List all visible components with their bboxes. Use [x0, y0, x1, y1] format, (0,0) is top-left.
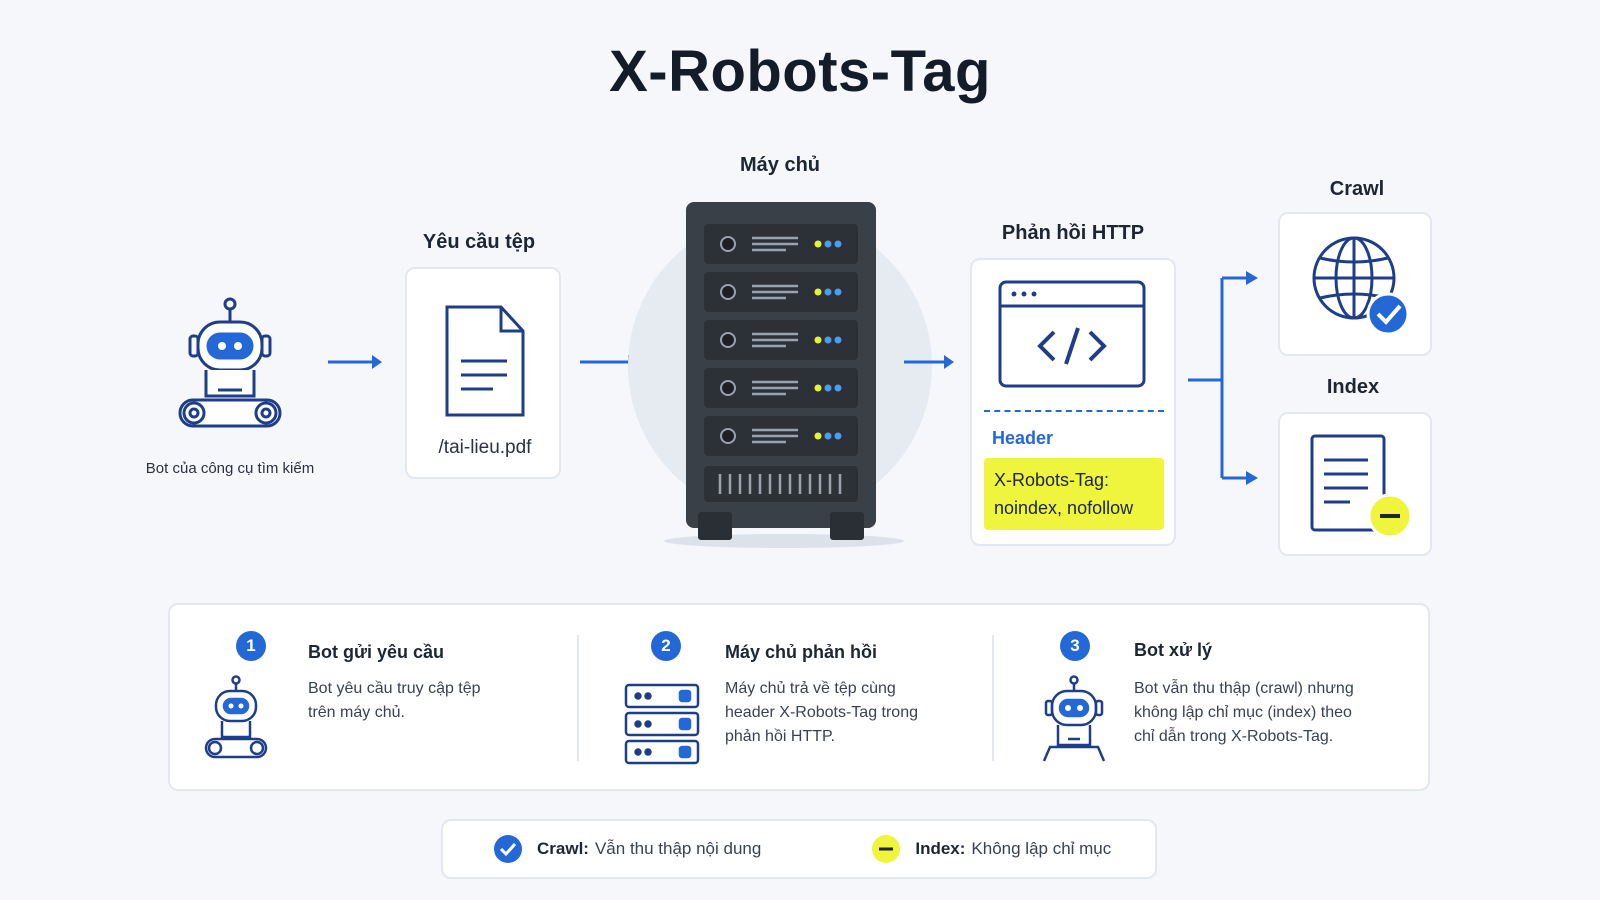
step-3-line-3: chỉ dẫn trong X-Robots-Tag.	[1134, 728, 1334, 745]
robot-icon	[178, 297, 282, 428]
legend-index-key: Index:	[915, 839, 966, 858]
step-2-title: Máy chủ phản hồi	[725, 642, 878, 662]
index-card	[1278, 412, 1432, 556]
request-card: /tai-lieu.pdf	[405, 267, 561, 479]
step-1-line-1: Bot yêu cầu truy cập tệp	[308, 680, 481, 697]
robot-icon	[204, 675, 268, 759]
x-robots-tag-value: X-Robots-Tag: noindex, nofollow	[984, 458, 1164, 530]
legend-crawl-key: Crawl:	[537, 839, 589, 858]
request-label: Yêu cầu tệp	[422, 231, 536, 253]
legend: Crawl: Vẫn thu thập nội dung Index: Khôn…	[441, 819, 1157, 879]
legend-crawl: Crawl: Vẫn thu thập nội dung	[493, 834, 761, 864]
branch-connector	[1188, 271, 1258, 485]
step-3-line-2: không lập chỉ mục (index) theo	[1134, 704, 1352, 721]
step-1-line-2: trên máy chủ.	[308, 704, 405, 721]
minus-circle-icon	[872, 835, 901, 863]
header-divider	[984, 410, 1164, 412]
crawl-label: Crawl	[1329, 178, 1385, 200]
document-icon	[445, 305, 525, 417]
step-divider	[992, 635, 994, 761]
step-3-line-1: Bot vẫn thu thập (crawl) nhưng	[1134, 680, 1354, 697]
arrow-right-icon	[904, 355, 954, 369]
server-rack-icon	[686, 202, 876, 540]
header-label: Header	[992, 428, 1054, 448]
tag-line-1: X-Robots-Tag:	[994, 470, 1110, 490]
step-2-line-2: header X-Robots-Tag trong	[725, 704, 918, 721]
step-2-text: Máy chủ trả về tệp cùng header X-Robots-…	[725, 677, 985, 749]
step-2-line-1: Máy chủ trả về tệp cùng	[725, 680, 896, 697]
globe-check-icon	[1312, 236, 1410, 336]
robot-icon	[1042, 675, 1106, 762]
response-label: Phản hồi HTTP	[1001, 222, 1145, 244]
steps-panel: 1 Bot gửi yêu cầu Bot yêu cầu truy cập t…	[168, 603, 1430, 791]
code-window-icon	[998, 280, 1146, 388]
server-icon	[624, 683, 700, 765]
crawl-card	[1278, 212, 1432, 356]
legend-crawl-text: Vẫn thu thập nội dung	[594, 839, 762, 858]
step-1-text: Bot yêu cầu truy cập tệp trên máy chủ.	[308, 677, 558, 725]
server-label: Máy chủ	[739, 154, 821, 176]
document-minus-icon	[1310, 434, 1413, 539]
file-name: /tai-lieu.pdf	[438, 437, 532, 458]
page-title: X-Robots-Tag	[609, 39, 991, 104]
arrow-right-icon	[328, 355, 382, 369]
response-card: Header X-Robots-Tag: noindex, nofollow	[970, 258, 1176, 546]
step-1-title: Bot gửi yêu cầu	[308, 642, 445, 662]
tag-line-2: noindex, nofollow	[994, 498, 1134, 518]
check-circle-icon	[494, 835, 522, 863]
step-2-number: 2	[651, 631, 681, 661]
search-bot	[170, 296, 290, 436]
bot-caption: Bot của công cụ tìm kiếm	[145, 460, 315, 477]
step-3-title: Bot xử lý	[1134, 640, 1213, 660]
step-2-line-3: phản hồi HTTP.	[725, 728, 835, 745]
step-1-number: 1	[236, 631, 266, 661]
step-3-number: 3	[1060, 631, 1090, 661]
legend-index: Index: Không lập chỉ mục	[871, 834, 1111, 864]
step-3-text: Bot vẫn thu thập (crawl) nhưng không lập…	[1134, 677, 1419, 749]
legend-index-text: Không lập chỉ mục	[971, 839, 1112, 858]
step-divider	[577, 635, 579, 761]
index-label: Index	[1326, 376, 1380, 398]
